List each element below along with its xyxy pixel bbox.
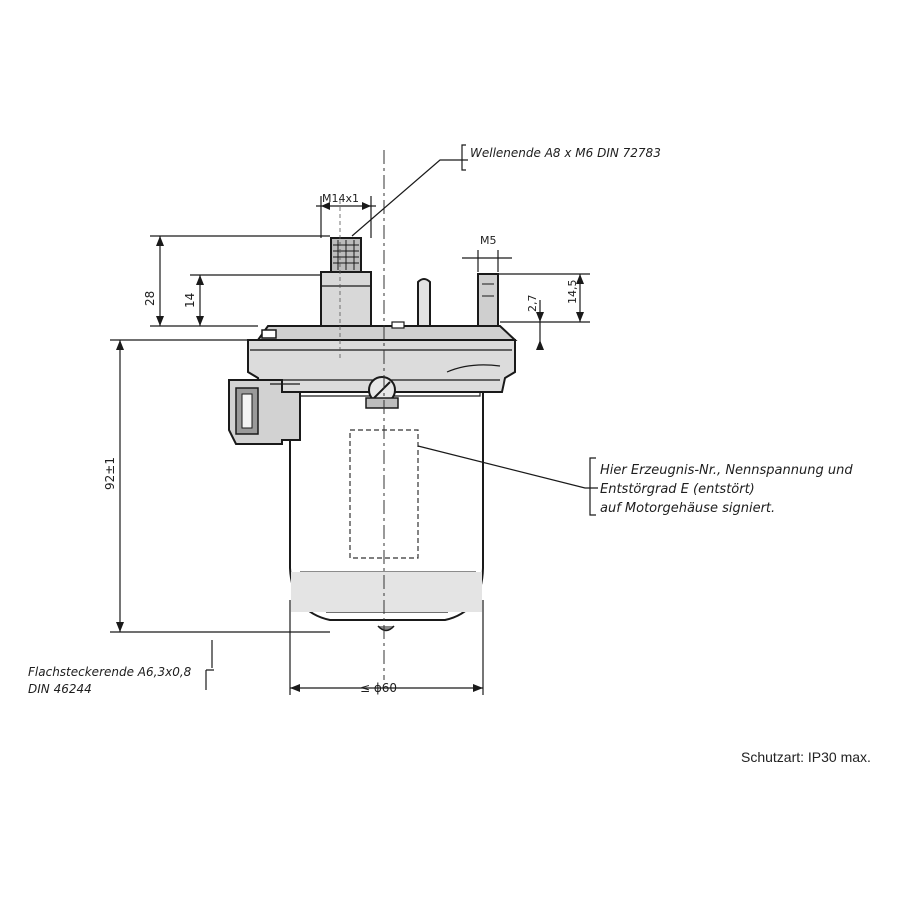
dimension-arrows (116, 202, 584, 692)
flat-connector (228, 379, 301, 445)
protection-class-label: Schutzart: IP30 max. (741, 749, 871, 765)
top-cover (256, 325, 518, 341)
dim-2-7-label: 2,7 (526, 295, 539, 313)
shaft (320, 237, 372, 327)
note-line-1: Hier Erzeugnis-Nr., Nennspannung und (600, 463, 853, 478)
connector-label-line-1: Flachsteckerende A6,3x0,8 (28, 665, 192, 679)
stud-right-m5 (477, 273, 499, 327)
body-shading (291, 572, 482, 612)
dim-14-5-label: 14,5 (566, 280, 579, 305)
screw-icon (261, 329, 277, 339)
terminal-screw-icon (365, 376, 399, 409)
connector-label-line-2: DIN 46244 (28, 682, 92, 696)
dim-14-label: 14 (183, 293, 197, 308)
note-line-3: auf Motorgehäuse signiert. (600, 501, 775, 516)
dim-diameter-label: ≤ ϕ60 (360, 681, 397, 695)
dim-92-label: 92±1 (103, 457, 117, 490)
small-screw-icon (391, 321, 405, 329)
thread-m5-label: M5 (480, 234, 497, 247)
shaft-end-label: Wellenende A8 x M6 DIN 72783 (470, 146, 661, 160)
thread-m14-label: M14x1 (322, 192, 359, 205)
flange (247, 339, 516, 393)
dim-28-label: 28 (143, 291, 157, 306)
note-line-2: Entstörgrad E (entstört) (600, 482, 755, 497)
stud-left (417, 278, 431, 327)
